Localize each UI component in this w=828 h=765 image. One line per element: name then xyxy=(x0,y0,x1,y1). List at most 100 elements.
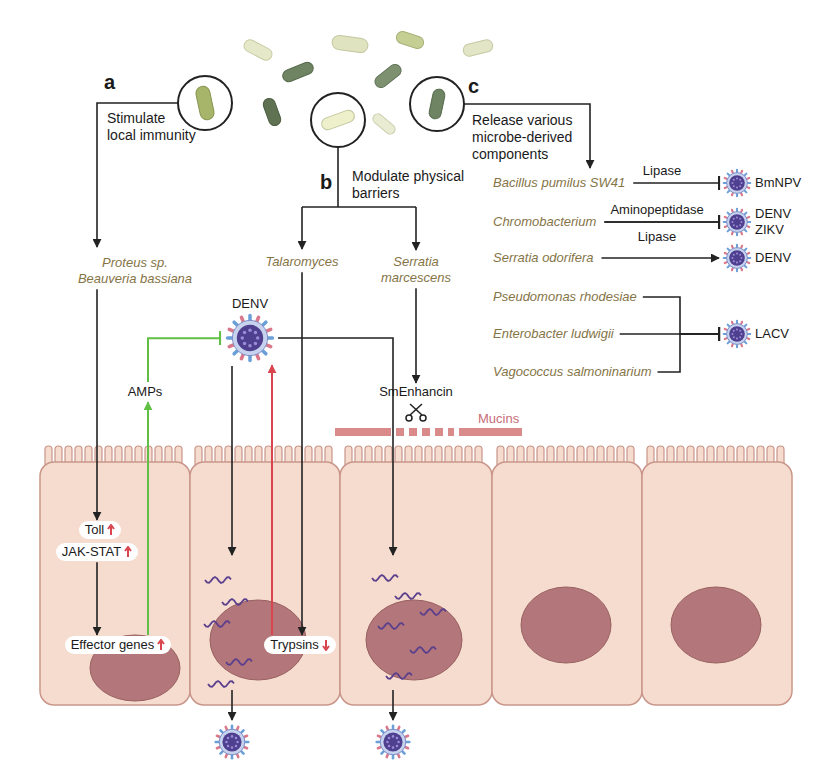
drawing-part xyxy=(320,109,356,132)
connector xyxy=(657,334,719,372)
drawing-part xyxy=(235,745,238,748)
drawing-part xyxy=(395,593,421,599)
connector xyxy=(604,221,719,223)
virus-icon xyxy=(222,312,278,364)
note-text: Mucins xyxy=(478,411,519,427)
drawing-part xyxy=(410,77,464,131)
connector xyxy=(147,402,149,635)
drawing-part xyxy=(410,647,436,653)
drawing-part xyxy=(388,737,391,740)
microbe-name: Chromobacterium xyxy=(493,214,596,230)
virus-icon xyxy=(722,207,752,237)
note-text: Modulate physical barriers xyxy=(352,168,477,202)
connector xyxy=(148,338,220,382)
drawing-part xyxy=(420,415,426,421)
drawing-part xyxy=(395,30,425,50)
drawing-part xyxy=(195,85,216,121)
drawing-part xyxy=(226,659,252,665)
mucins xyxy=(335,428,522,436)
node-text: Trypsins xyxy=(270,637,319,653)
viral-rna xyxy=(204,575,446,687)
microbe-name: Talaromyces xyxy=(265,254,338,270)
drawing-part xyxy=(378,623,404,629)
drawing-part xyxy=(337,147,339,207)
node-text: Pseudomonas rhodesiae xyxy=(493,289,637,305)
node-text: DENV xyxy=(755,206,791,222)
drawing-part xyxy=(335,428,391,436)
scissors-symbol xyxy=(406,404,426,421)
drawing-part xyxy=(190,462,340,705)
microbe-name: Pseudomonas rhodesiae xyxy=(493,289,637,305)
drawing-part xyxy=(392,690,394,720)
node-text: SmEnhancin xyxy=(379,384,453,400)
virus-icon xyxy=(722,319,752,349)
drawing-part xyxy=(225,741,228,744)
microbe-name: Enterobacter ludwigii xyxy=(493,326,614,342)
drawing-part xyxy=(392,735,395,738)
connector xyxy=(271,365,273,635)
drawing-part xyxy=(386,673,412,679)
drawing-part xyxy=(231,735,234,738)
change-arrow xyxy=(124,546,132,558)
drawing-part xyxy=(448,428,454,436)
drawing-part xyxy=(222,732,241,751)
connector xyxy=(415,288,417,383)
connector xyxy=(301,272,303,635)
panel-letter: c xyxy=(468,74,479,98)
epithelial-cells xyxy=(40,462,792,705)
node-text: AMPs xyxy=(128,384,163,400)
node-text: Effector genes xyxy=(71,637,155,653)
drawing-part xyxy=(281,60,315,83)
released-virus xyxy=(216,726,410,759)
virus-icon xyxy=(722,243,752,273)
factor-label: SmEnhancin xyxy=(379,384,453,400)
microbe-name: Serratia marcescens xyxy=(370,254,462,287)
node-text: DENV xyxy=(222,296,278,312)
drawing-part xyxy=(435,428,443,436)
note-text: Stimulate local immunity xyxy=(107,110,197,144)
drawing-part xyxy=(222,599,248,605)
drawing-part xyxy=(397,741,400,744)
virus-node: DENVZIKV xyxy=(722,206,791,239)
drawing-part xyxy=(464,104,590,168)
drawing-part xyxy=(396,745,399,748)
drawing-part xyxy=(409,428,417,436)
drawing-part xyxy=(262,97,283,127)
drawing-part xyxy=(406,415,412,421)
virus-icon xyxy=(722,168,752,198)
node-text: Bacillus pumilus SW41 xyxy=(493,175,625,191)
drawing-part xyxy=(219,729,245,755)
drawing-part xyxy=(492,462,642,705)
node-text: Enterobacter ludwigii xyxy=(493,326,614,342)
drawing-part xyxy=(208,681,234,687)
node-text: Chromobacterium xyxy=(493,214,596,230)
connector xyxy=(604,221,719,223)
drawing-part xyxy=(227,745,230,748)
nuclei xyxy=(90,587,761,701)
factor-label: AMPs xyxy=(128,384,163,400)
node-text: ZIKV xyxy=(755,222,791,238)
drawing-part xyxy=(235,737,238,740)
drawing-part xyxy=(231,690,233,720)
drawing-part xyxy=(462,39,494,58)
enzyme-label: Aminopeptidase xyxy=(610,202,703,217)
drawing-part xyxy=(205,577,231,583)
connector xyxy=(633,182,719,184)
drawing-part xyxy=(331,35,369,54)
connector xyxy=(601,257,719,259)
node-text: Proteus sp. xyxy=(78,255,192,271)
node-text: Toll xyxy=(85,522,105,538)
change-arrow xyxy=(322,639,330,651)
drawing-part xyxy=(420,609,446,615)
node-text: Beauveria bassiana xyxy=(78,271,192,287)
drawing-part xyxy=(396,737,399,740)
virus-node: LACV xyxy=(722,319,789,349)
drawing-part xyxy=(371,112,397,136)
drawing-part xyxy=(372,575,398,581)
pathway-box: Toll xyxy=(79,521,122,539)
drawing-part xyxy=(410,404,422,415)
drawing-part xyxy=(380,729,406,755)
drawing-part xyxy=(216,726,249,759)
drawing-part xyxy=(415,207,417,250)
drawing-part xyxy=(278,338,393,555)
